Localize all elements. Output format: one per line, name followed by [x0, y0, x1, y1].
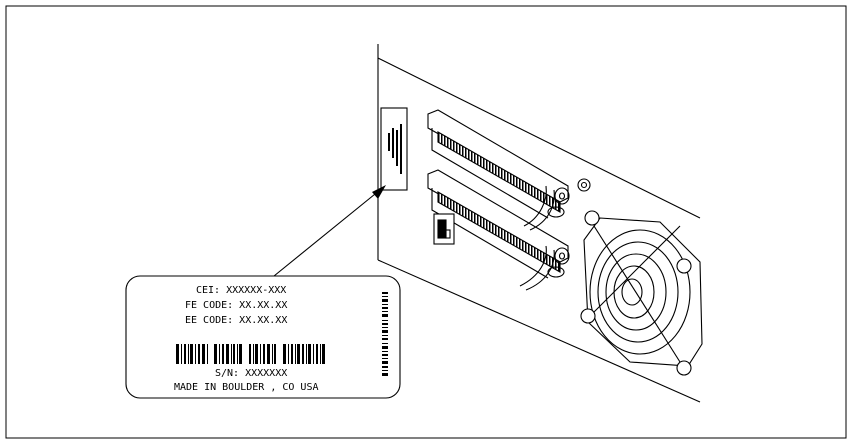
label-cei: CEI: XXXXXX-XXX [196, 285, 287, 296]
rear-panel [377, 44, 701, 403]
label-origin: MADE IN BOULDER , CO USA [174, 382, 319, 393]
terminator-switch [433, 213, 455, 245]
barcode-main [176, 344, 325, 364]
lower-scsi-connector [427, 169, 570, 291]
label-fe-code: FE CODE: XX.XX.XX [185, 300, 288, 311]
barcode-vertical [382, 292, 388, 376]
cooling-fan [580, 210, 703, 376]
figure-frame [5, 5, 847, 439]
label-serial: S/N: XXXXXXX [215, 368, 288, 379]
upper-scsi-connector [427, 109, 570, 231]
label-ee-code: EE CODE: XX.XX.XX [185, 315, 288, 326]
label-card-outline [125, 275, 401, 399]
screw-boss [577, 178, 591, 192]
leader-arrow [273, 185, 386, 277]
drive-label-plate [380, 107, 408, 191]
